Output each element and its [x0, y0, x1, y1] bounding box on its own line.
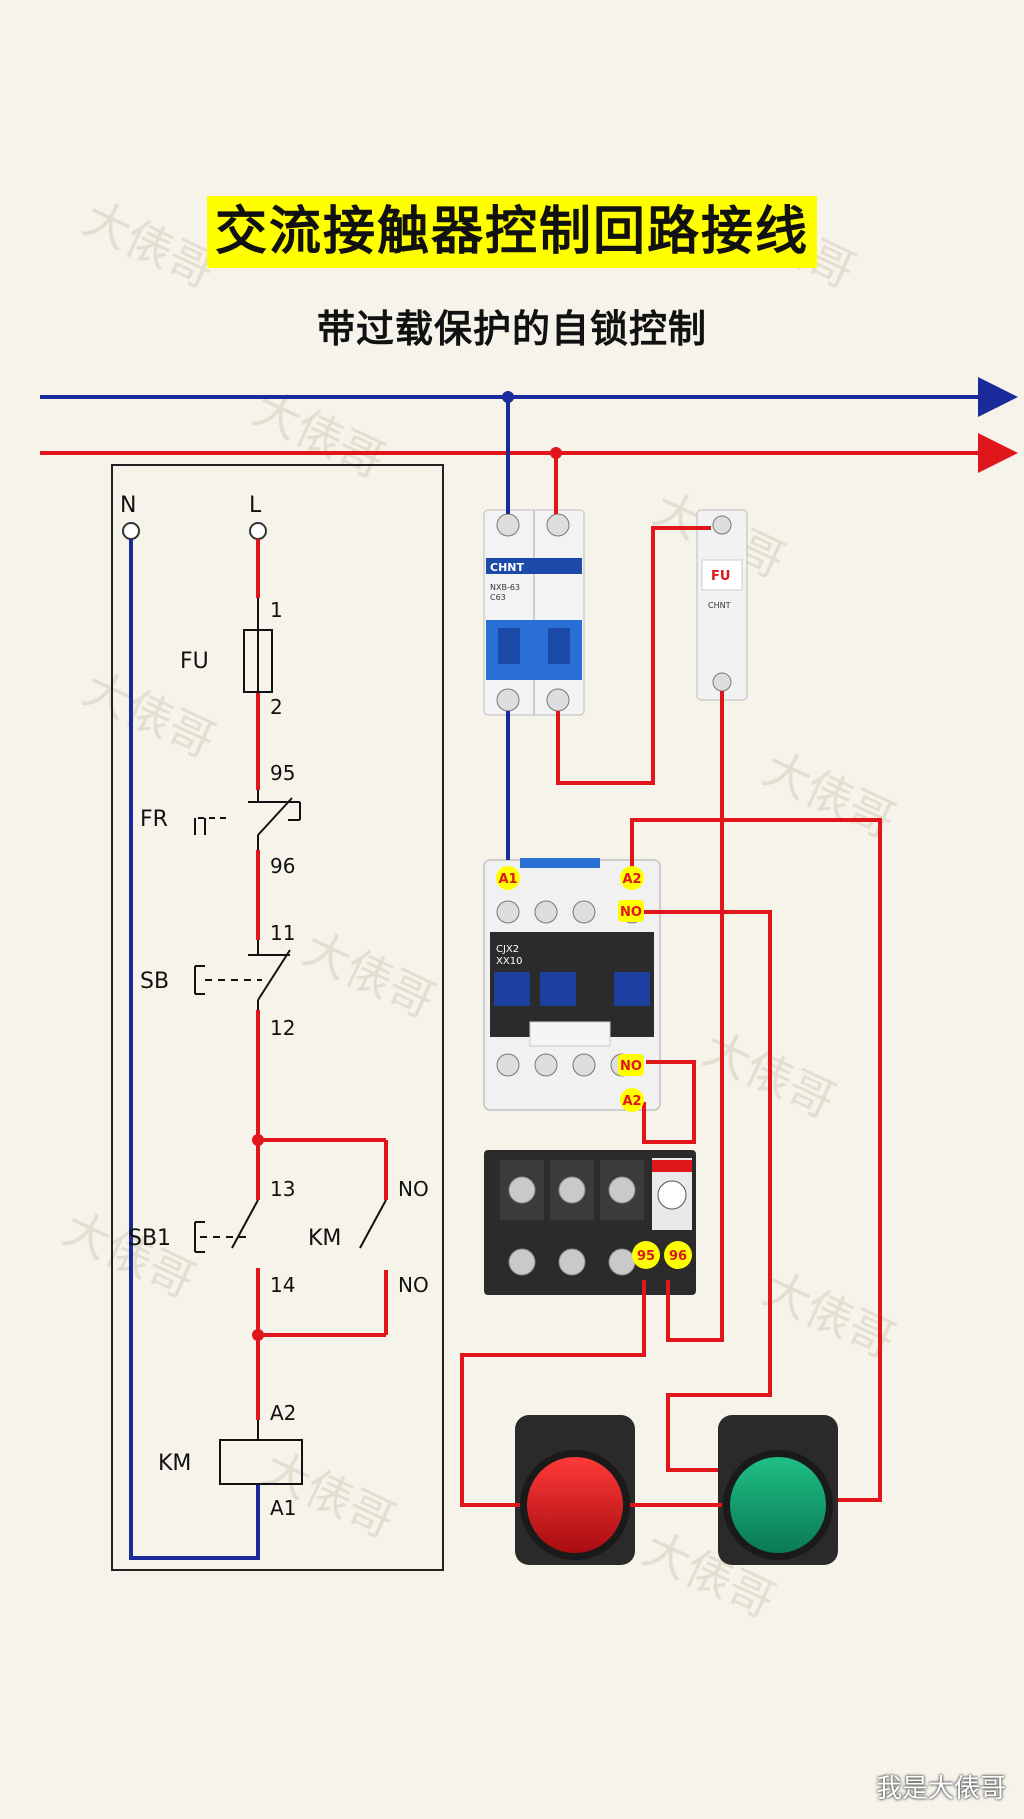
- sb1-start-symbol: [194, 1199, 259, 1253]
- terminal-l: [249, 522, 267, 540]
- page-subtitle: 带过载保护的自锁控制: [316, 307, 707, 351]
- no-top-label: NO: [398, 1177, 429, 1201]
- tag-a2-bottom: A2: [622, 1094, 641, 1109]
- tag-a2-top: A2: [622, 872, 641, 887]
- sb-stop-symbol: [194, 940, 291, 1010]
- sb-top-number: 11: [270, 921, 295, 945]
- fuse-top-number: 1: [270, 598, 283, 622]
- fr-top-number: 95: [270, 761, 295, 785]
- km-contact-symbol: [359, 1199, 387, 1249]
- fuse-bottom-number: 2: [270, 695, 283, 719]
- stop-button-red: [515, 1415, 635, 1565]
- terminal-l-label: L: [249, 493, 262, 518]
- terminal-n: [122, 522, 140, 540]
- fuse-holder: FU CHNT: [696, 509, 748, 701]
- page-title: 交流接触器控制回路接线: [206, 196, 817, 268]
- watermark: 大俵哥: [295, 921, 443, 1028]
- neutral-wire: [129, 539, 260, 1560]
- sb-label: SB: [140, 969, 169, 994]
- junction-dot: [252, 1134, 264, 1146]
- sb-bottom-number: 12: [270, 1016, 295, 1040]
- fuse-brand: CHNT: [708, 601, 731, 610]
- terminal-tags: A1 A2 NO NO A2 95 96: [496, 866, 692, 1269]
- circuit-breaker: CHNT NXB-63 C63: [483, 509, 585, 716]
- fr-bottom-number: 96: [270, 854, 295, 878]
- contactor-model: CJX2: [496, 944, 519, 955]
- coil-symbol: [219, 1439, 303, 1485]
- title-wrap: 交流接触器控制回路接线: [0, 196, 1024, 268]
- breaker-rating: C63: [490, 593, 506, 602]
- tag-95: 95: [637, 1249, 655, 1264]
- device-wiring: [460, 397, 882, 1507]
- contactor-sub: XX10: [496, 956, 522, 967]
- watermark-group: 大俵哥 大俵哥 大俵哥 大俵哥 大俵哥 大俵哥 大俵哥 大俵哥 大俵哥 大俵哥 …: [55, 191, 903, 1628]
- sb1-label: SB1: [128, 1226, 171, 1251]
- coil-bottom-label: A1: [270, 1496, 296, 1520]
- breaker-brand: CHNT: [490, 561, 524, 574]
- start-button-green: [718, 1415, 838, 1565]
- fr-contact-symbol: [194, 790, 301, 850]
- watermark: 大俵哥: [255, 1441, 403, 1548]
- control-wire: [256, 539, 388, 1420]
- tag-a1: A1: [498, 872, 517, 887]
- watermark: 大俵哥: [75, 661, 223, 768]
- coil-top-label: A2: [270, 1401, 296, 1425]
- tag-96: 96: [669, 1249, 687, 1264]
- no-bottom-label: NO: [398, 1273, 429, 1297]
- terminal-n-label: N: [120, 493, 136, 518]
- tag-no-bottom: NO: [620, 1059, 642, 1074]
- sb1-bottom-number: 14: [270, 1273, 295, 1297]
- sb1-top-number: 13: [270, 1177, 295, 1201]
- fuse-holder-label: FU: [711, 569, 730, 584]
- junction-dot: [252, 1329, 264, 1341]
- footer-credit: 我是大俵哥: [875, 1774, 1006, 1804]
- breaker-model: NXB-63: [490, 583, 520, 592]
- fuse-label: FU: [180, 649, 209, 674]
- overload-relay: [484, 1150, 696, 1295]
- schematic-panel: N L FU 1 2: [111, 464, 444, 1571]
- tag-no-top: NO: [620, 905, 642, 920]
- coil-label: KM: [158, 1451, 191, 1476]
- fr-label: FR: [140, 807, 168, 832]
- km-contact-label: KM: [308, 1226, 341, 1251]
